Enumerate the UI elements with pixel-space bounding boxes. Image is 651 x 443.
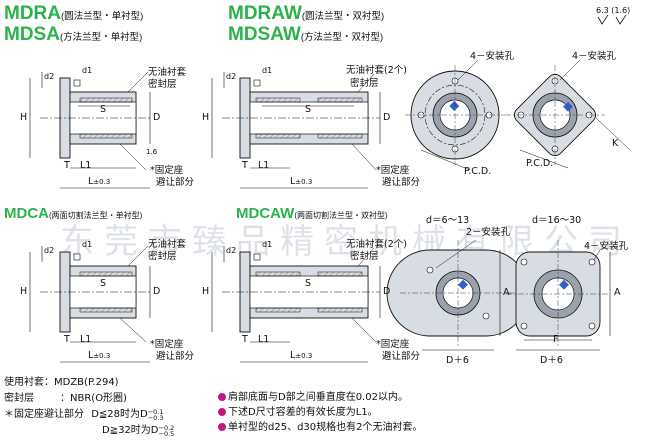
label-range-small: d＝6～13 — [426, 215, 470, 226]
label-range-large: d＝16～30 — [532, 215, 582, 226]
end-view-round-flange — [405, 59, 505, 171]
label-oil-free-liner-3: 无油衬套 — [148, 239, 187, 250]
label-oil-free-liner-1: 无油衬套 — [148, 67, 187, 78]
end-view-square-flange — [505, 59, 631, 169]
label-A-large: A — [614, 287, 621, 298]
dim-S-2: S — [305, 104, 312, 115]
label-avoid-part-1: 避让部分 — [156, 177, 195, 188]
dim-d1-3: d1 — [82, 240, 93, 249]
note-seat: ＊固定座避让部分 D≦28时为D−0.1−0.3 — [4, 408, 164, 422]
note-marker-icon — [218, 408, 226, 416]
dim-L-1: L±0.3 — [88, 176, 111, 187]
dim-H-3: H — [20, 286, 28, 297]
dim-D-1: D — [153, 112, 161, 123]
dim-S-1: S — [100, 104, 107, 115]
dim-D-3: D — [153, 286, 161, 297]
label-F: F — [553, 334, 559, 345]
label-A-small: A — [503, 287, 510, 298]
dim-L-3: L±0.3 — [88, 350, 111, 361]
dim-d2-1: d2 — [44, 72, 55, 81]
dim-L1-1: L1 — [80, 160, 92, 171]
dim-L1-3: L1 — [80, 334, 92, 345]
dim-L-4: L±0.3 — [290, 350, 313, 361]
label-Dplus6-large: D＋6 — [540, 355, 563, 366]
dim-T-1: T — [64, 160, 70, 171]
dim-H-2: H — [202, 112, 210, 123]
label-seal-layer-1: 密封层 — [148, 79, 177, 90]
label-oil-free-liner-4: 无油衬套(2个) — [346, 239, 407, 250]
note-right-3: 单衬型的d25、d30规格也有2个无油衬套。 — [218, 418, 423, 433]
note-right-1: 肩部底面与D部之间垂直度在0.02以内。 — [218, 388, 408, 403]
note-marker-icon — [218, 393, 226, 401]
heading-mdsa: MDSA(方法兰型・单衬型) — [4, 24, 143, 45]
dim-d2-2: d2 — [226, 72, 237, 81]
label-install-4-cut: 4－安装孔 — [584, 241, 629, 252]
label-fixed-seat-1: *固定座 — [150, 165, 184, 176]
label-avoid-part-4: 避让部分 — [382, 351, 421, 362]
label-seal-layer-4: 密封层 — [350, 251, 379, 262]
end-view-cut-small — [386, 239, 530, 351]
dim-d1-1: d1 — [82, 66, 93, 75]
side-view-double-bottom — [211, 246, 381, 363]
label-K: K — [612, 138, 619, 149]
dim-d2-4: d2 — [226, 246, 237, 255]
roughness-symbol: 6.3 (1.6) — [596, 6, 631, 15]
label-seal-layer-3: 密封层 — [148, 251, 177, 262]
label-install-4-round: 4－安装孔 — [470, 51, 515, 62]
dim-d1-4: d1 — [262, 240, 273, 249]
dim-d1-2: d1 — [262, 66, 273, 75]
dim-D-4: D — [383, 286, 391, 297]
dim-L-2: L±0.3 — [290, 176, 313, 187]
label-fixed-seat-3: *固定座 — [150, 339, 184, 350]
roughness-check-icon — [597, 15, 627, 25]
label-install-4-square: 4－安装孔 — [572, 51, 617, 62]
dim-T-2: T — [242, 160, 248, 171]
dim-d2-3: d2 — [44, 246, 55, 255]
dim-L1-2: L1 — [258, 160, 270, 171]
side-view-single-top — [29, 71, 151, 189]
dim-T-4: T — [242, 334, 248, 345]
dim-S-4: S — [305, 278, 312, 289]
dim-S-3: S — [100, 278, 107, 289]
label-Dplus6-small: D＋6 — [446, 355, 469, 366]
label-avoid-part-3: 避让部分 — [156, 351, 195, 362]
label-avoid-part-2: 避让部分 — [382, 177, 421, 188]
note-seal: 密封层：NBR(O形圈) — [4, 393, 127, 404]
label-seal-layer-2: 密封层 — [350, 78, 379, 89]
label-fixed-seat-2: *固定座 — [376, 165, 410, 176]
heading-mdra: MDRA(圆法兰型・单衬型) — [4, 3, 144, 24]
heading-mdca: MDCA(两面切割法兰型・单衬型) — [4, 205, 143, 222]
label-oil-free-liner-2: 无油衬套(2个) — [346, 65, 407, 76]
note-liner: 使用衬套：MDZB(P.294) — [4, 377, 119, 388]
note-marker-icon — [218, 423, 226, 431]
dim-D-2: D — [383, 112, 391, 123]
label-fixed-seat-4: *固定座 — [376, 339, 410, 350]
heading-mdraw: MDRAW(圆法兰型・双衬型) — [228, 3, 385, 24]
dim-L1-4: L1 — [258, 334, 270, 345]
note-seat-line2: D≧32时为D−0.2−0.5 — [102, 424, 175, 438]
side-view-single-bottom — [29, 245, 151, 363]
dim-H-1: H — [20, 112, 28, 123]
label-pcd-square: P.C.D. — [526, 158, 554, 169]
heading-mdcaw: MDCAW(两面切割法兰型・双衬型) — [236, 205, 388, 222]
dim-H-4: H — [202, 286, 210, 297]
roughness-1: 1.6 — [146, 148, 158, 156]
heading-mdsaw: MDSAW(方法兰型・双衬型) — [228, 24, 384, 45]
note-right-2: 下述D尺寸容差的有效长度为L1。 — [218, 403, 378, 418]
end-view-cut-large — [506, 240, 611, 351]
label-install-2: 2－安装孔 — [466, 227, 511, 238]
dim-T-3: T — [64, 334, 70, 345]
side-view-double-top — [211, 72, 381, 189]
label-pcd-round: P.C.D. — [464, 166, 492, 177]
